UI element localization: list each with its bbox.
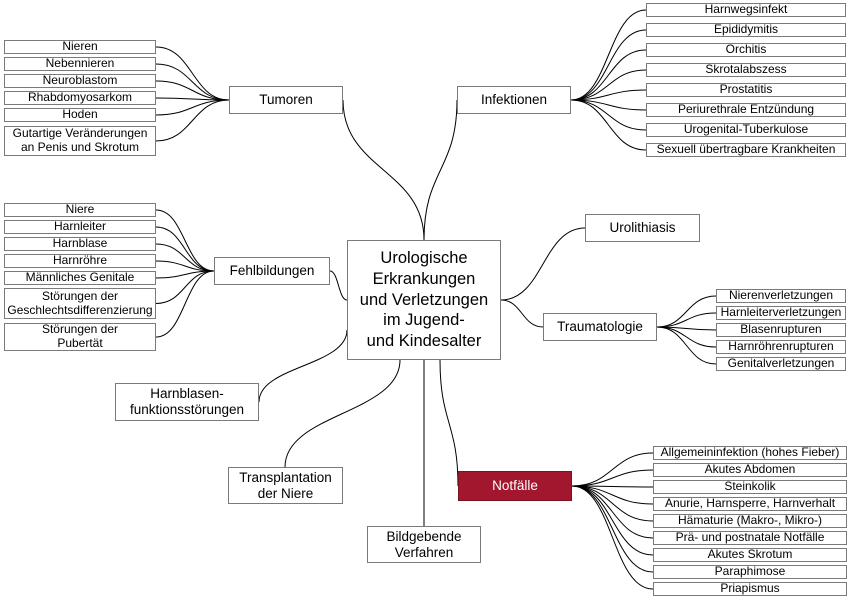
- link-infektionen-item: [570, 29, 647, 101]
- link-infektionen: [423, 99, 458, 241]
- link-notfaelle-item: [571, 485, 654, 539]
- link-tumoren-item: [155, 99, 230, 116]
- notfaelle-item: Akutes Abdomen: [653, 462, 847, 477]
- link-traumatologie-item: [656, 312, 717, 328]
- traumatologie-item: Nierenverletzungen: [716, 288, 846, 303]
- tumoren-item: Gutartige Veränderungen an Penis und Skr…: [4, 126, 156, 156]
- fehlbildungen-item: Niere: [4, 202, 156, 217]
- link-infektionen-item: [570, 89, 647, 101]
- fehlbildungen-item: Störungen der Pubertät: [4, 322, 156, 351]
- branch-transplantation: Transplantation der Niere: [228, 467, 343, 504]
- center-topic: Urologische Erkrankungen und Verletzunge…: [347, 240, 501, 360]
- link-tumoren: [342, 99, 425, 241]
- fehlbildungen-item: Harnblase: [4, 236, 156, 251]
- link-fehlbildungen-item: [155, 270, 215, 304]
- link-fehlbildungen-item: [155, 243, 215, 272]
- link-infektionen-item: [570, 99, 647, 151]
- infektionen-item: Harnwegsinfekt: [646, 2, 846, 17]
- link-infektionen-item: [570, 99, 647, 131]
- tumoren-item: Nebennieren: [4, 56, 156, 71]
- traumatologie-item: Blasenrupturen: [716, 322, 846, 337]
- link-urolithiasis: [500, 227, 586, 301]
- traumatologie-item: Harnleiterverletzungen: [716, 305, 846, 320]
- link-tumoren-item: [155, 99, 230, 142]
- notfaelle-item: Allgemeininfektion (hohes Fieber): [653, 445, 847, 460]
- infektionen-item: Sexuell übertragbare Krankheiten: [646, 142, 846, 157]
- link-infektionen-item: [570, 69, 647, 101]
- link-notfaelle: [439, 359, 459, 487]
- infektionen-item: Skrotalabszess: [646, 62, 846, 77]
- link-fehlbildungen-item: [155, 270, 215, 279]
- traumatologie-item: Genitalverletzungen: [716, 356, 846, 371]
- infektionen-item: Epididymitis: [646, 22, 846, 37]
- link-tumoren-item: [155, 63, 230, 101]
- notfaelle-item: Steinkolik: [653, 479, 847, 494]
- traumatologie-item: Harnröhrenrupturen: [716, 339, 846, 354]
- link-infektionen-item: [570, 49, 647, 101]
- link-tumoren-item: [155, 80, 230, 101]
- link-traumatologie: [500, 299, 544, 328]
- link-traumatologie-item: [656, 326, 717, 365]
- notfaelle-item: Anurie, Harnsperre, Harnverhalt: [653, 496, 847, 511]
- branch-fehlbildungen: Fehlbildungen: [214, 257, 330, 285]
- link-infektionen-item: [570, 99, 647, 111]
- infektionen-item: Prostatitis: [646, 82, 846, 97]
- link-fehlbildungen-item: [155, 260, 215, 272]
- fehlbildungen-item: Harnröhre: [4, 253, 156, 268]
- link-traumatologie-item: [656, 295, 717, 328]
- notfaelle-item: Akutes Skrotum: [653, 547, 847, 562]
- branch-harnblasen: Harnblasen- funktionsstörungen: [115, 383, 259, 421]
- notfaelle-item: Paraphimose: [653, 564, 847, 579]
- link-fehlbildungen-item: [155, 270, 215, 338]
- branch-infektionen: Infektionen: [457, 86, 571, 114]
- link-notfaelle-item: [571, 485, 654, 573]
- infektionen-item: Orchitis: [646, 42, 846, 57]
- notfaelle-item: Prä- und postnatale Notfälle: [653, 530, 847, 545]
- link-harnblasen: [258, 329, 348, 403]
- link-infektionen-item: [570, 9, 647, 101]
- notfaelle-item: Hämaturie (Makro-, Mikro-): [653, 513, 847, 528]
- link-fehlbildungen-item: [155, 209, 215, 272]
- infektionen-item: Periurethrale Entzündung: [646, 102, 846, 117]
- notfaelle-item: Priapismus: [653, 581, 847, 596]
- tumoren-item: Neuroblastom: [4, 73, 156, 88]
- link-notfaelle-item: [571, 485, 654, 590]
- link-fehlbildungen: [329, 270, 348, 301]
- branch-urolithiasis: Urolithiasis: [585, 214, 700, 242]
- tumoren-item: Hoden: [4, 107, 156, 122]
- tumoren-item: Nieren: [4, 39, 156, 54]
- link-transplantation: [284, 359, 401, 468]
- tumoren-item: Rhabdomyosarkom: [4, 90, 156, 105]
- branch-notfaelle: Notfälle: [458, 471, 572, 501]
- fehlbildungen-item: Harnleiter: [4, 219, 156, 234]
- fehlbildungen-item: Störungen der Geschlechtsdifferenzierung: [4, 288, 156, 319]
- branch-tumoren: Tumoren: [229, 86, 343, 114]
- fehlbildungen-item: Männliches Genitale: [4, 270, 156, 285]
- branch-traumatologie: Traumatologie: [543, 313, 657, 341]
- link-fehlbildungen-item: [155, 226, 215, 272]
- branch-bildgebende: Bildgebende Verfahren: [367, 526, 481, 563]
- link-tumoren-item: [155, 46, 230, 101]
- link-notfaelle-item: [571, 469, 654, 487]
- link-notfaelle-item: [571, 485, 654, 556]
- link-notfaelle-item: [571, 452, 654, 487]
- infektionen-item: Urogenital-Tuberkulose: [646, 122, 846, 137]
